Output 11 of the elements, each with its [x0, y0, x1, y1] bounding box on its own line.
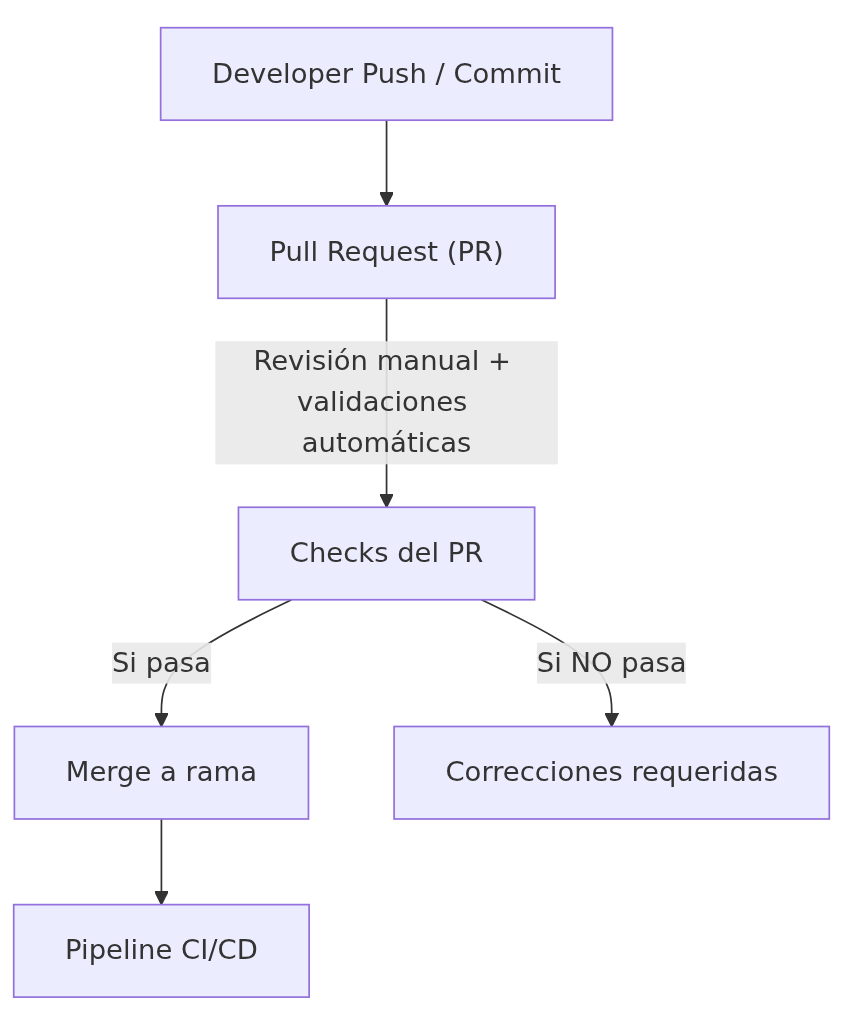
- edge-label: Si NO pasa: [536, 645, 687, 679]
- edge-label: Si pasa: [111, 645, 211, 679]
- node-box: Pipeline CI/CD: [12, 903, 310, 998]
- node-box: Correcciones requeridas: [393, 725, 831, 820]
- edge-label: Revisión manual + validaciones automáticas: [253, 344, 511, 459]
- arrow: [379, 118, 395, 207]
- node-box: Merge a rama: [13, 725, 310, 820]
- arrow: [153, 817, 169, 905]
- node-box: Checks del PR: [237, 506, 536, 601]
- node-box: Developer Push / Commit: [159, 26, 614, 121]
- node-box: Pull Request (PR): [217, 204, 556, 299]
